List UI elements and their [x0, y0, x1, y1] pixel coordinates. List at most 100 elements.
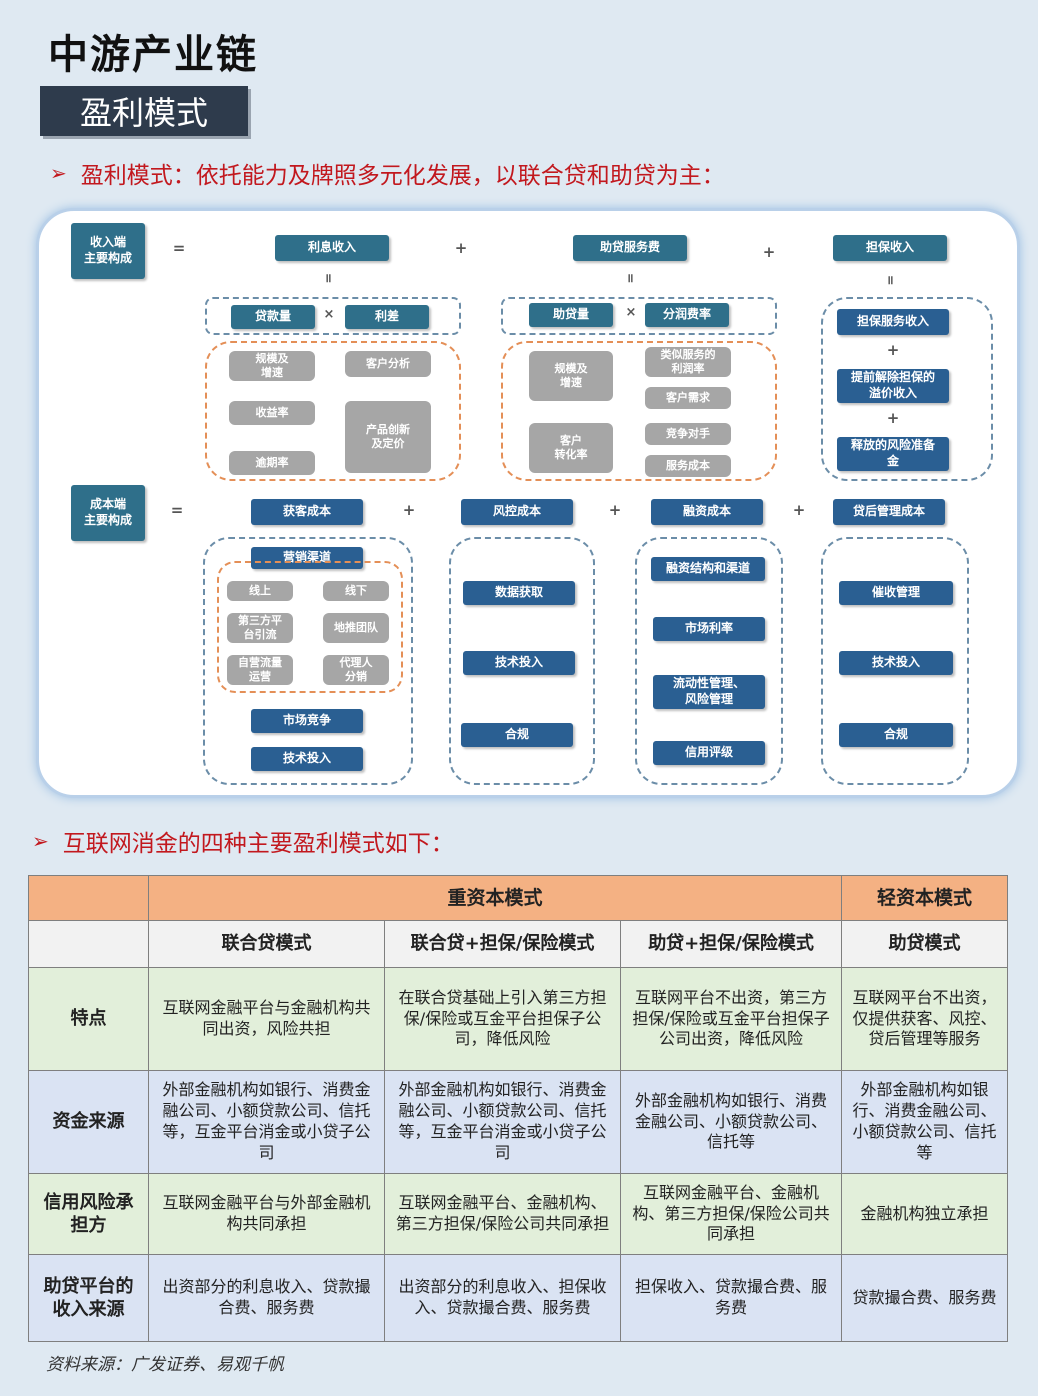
guarantee-group — [821, 297, 993, 481]
group-light-capital: 轻资本模式 — [841, 875, 1009, 921]
market-competition: 市场竞争 — [251, 709, 363, 733]
tech-investment-2: 技术投入 — [463, 651, 575, 675]
table-cell: 出资部分的利息收入、担保收入、贷款撮合费、服务费 — [384, 1254, 621, 1342]
tech-investment-3: 技术投入 — [839, 651, 953, 675]
table-cell: 担保收入、贷款撮合费、服务费 — [619, 1254, 843, 1342]
risk-control-cost: 风控成本 — [461, 499, 573, 525]
equals-sign: = — [170, 501, 184, 519]
source-note: 资料来源：广发证券、易观千帆 — [46, 1355, 284, 1375]
driver-similar-margin: 类似服务的 利润率 — [645, 347, 731, 377]
times-sign: × — [625, 305, 637, 320]
arrow-bullet-icon: ➢ — [32, 829, 49, 853]
credit-rating: 信用评级 — [653, 741, 765, 765]
plus-sign: + — [608, 501, 622, 519]
row-header: 信用风险承担方 — [28, 1173, 149, 1255]
tech-investment: 技术投入 — [251, 747, 363, 771]
table-cell: 互联网金融平台、金融机构、第三方担保/保险公司共同承担 — [619, 1173, 843, 1255]
early-release-premium: 提前解除担保的 溢价收入 — [837, 369, 949, 403]
group-heavy-capital: 重资本模式 — [147, 875, 843, 921]
table-row: 特点 互联网金融平台与金融机构共同出资，风险共担 在联合贷基础上引入第三方担保/… — [28, 967, 1009, 1071]
guarantee-service-income: 担保服务收入 — [837, 309, 949, 335]
table-cell: 外部金融机构如银行、消费金融公司、小额贷款公司、信托等 — [619, 1070, 843, 1174]
table-cell: 出资部分的利息收入、贷款撮合费、服务费 — [148, 1254, 385, 1342]
table-cell: 外部金融机构如银行、消费金融公司、小额贷款公司、信托等，互金平台消金或小贷子公司 — [384, 1070, 621, 1174]
driver-conversion: 客户 转化率 — [529, 423, 613, 473]
table-cell: 互联网金融平台与金融机构共同出资，风险共担 — [148, 967, 385, 1071]
channel-ground-team: 地推团队 — [323, 613, 389, 643]
post-loan-cost: 贷后管理成本 — [833, 499, 945, 525]
guarantee-income: 担保收入 — [833, 235, 947, 261]
plus-sign: + — [886, 341, 900, 359]
row-header: 特点 — [28, 967, 149, 1071]
table-cell: 互联网金融平台与外部金融机构共同承担 — [148, 1173, 385, 1255]
profit-model-table: 重资本模式 轻资本模式 联合贷模式 联合贷+担保/保险模式 助贷+担保/保险模式… — [28, 875, 1009, 1342]
table-corner — [28, 875, 149, 921]
loan-assist-group — [501, 297, 777, 335]
driver-scale-growth-2: 规模及 增速 — [529, 351, 613, 401]
parallel-sign: ॥ — [626, 271, 634, 285]
table-cell: 互联网平台不出资，仅提供获客、风控、贷后管理等服务 — [841, 967, 1009, 1071]
liquidity-risk-management: 流动性管理、 风险管理 — [653, 675, 765, 709]
driver-competitors: 竞争对手 — [645, 423, 731, 445]
table-row: 信用风险承担方 互联网金融平台与外部金融机构共同承担 互联网金融平台、金融机构、… — [28, 1173, 1009, 1255]
released-risk-reserve: 释放的风险准备 金 — [837, 437, 949, 471]
driver-overdue-rate: 逾期率 — [229, 451, 315, 475]
channel-group — [217, 561, 403, 693]
risk-control-group — [449, 537, 595, 785]
table-corner-2 — [28, 920, 149, 968]
table-cell: 外部金融机构如银行、消费金融公司、小额贷款公司、信托等 — [841, 1070, 1009, 1174]
table-cell: 金融机构独立承担 — [841, 1173, 1009, 1255]
parallel-sign: ॥ — [324, 271, 332, 285]
arrow-bullet-icon: ➢ — [50, 161, 67, 185]
interest-drivers-group — [205, 341, 461, 481]
table-cell: 互联网平台不出资，第三方担保/保险或互金平台担保子公司出资，降低风险 — [619, 967, 843, 1071]
col-header: 助贷模式 — [841, 920, 1009, 968]
table-cell: 贷款撮合费、服务费 — [841, 1254, 1009, 1342]
col-header: 联合贷+担保/保险模式 — [384, 920, 621, 968]
parallel-sign: ॥ — [886, 273, 894, 287]
acquisition-cost: 获客成本 — [251, 499, 363, 525]
plus-sign: + — [762, 243, 776, 261]
loan-service-fee: 助贷服务费 — [573, 235, 687, 261]
revenue-head: 收入端 主要构成 — [71, 223, 145, 279]
driver-service-cost: 服务成本 — [645, 455, 731, 477]
bullet-text: 互联网消金的四种主要盈利模式如下： — [62, 831, 454, 857]
compliance: 合规 — [461, 723, 573, 747]
financing-cost: 融资成本 — [651, 499, 763, 525]
table-cell: 互联网金融平台、金融机构、第三方担保/保险公司共同承担 — [384, 1173, 621, 1255]
table-cell: 在联合贷基础上引入第三方担保/保险或互金平台担保子公司，降低风险 — [384, 967, 621, 1071]
col-header: 联合贷模式 — [148, 920, 385, 968]
col-header: 助贷+担保/保险模式 — [619, 920, 843, 968]
assist-volume: 助贷量 — [529, 303, 613, 327]
channel-third-party: 第三方平 台引流 — [227, 613, 293, 643]
interest-income: 利息收入 — [275, 235, 389, 261]
interest-spread: 利差 — [345, 305, 429, 329]
loan-volume: 贷款量 — [231, 305, 315, 329]
equals-sign: = — [172, 239, 186, 257]
page-title: 中游产业链 — [48, 31, 258, 78]
financing-group — [635, 537, 783, 785]
collection-management: 催收管理 — [839, 581, 953, 605]
marketing-channel: 营销渠道 — [251, 547, 363, 569]
loan-volume-spread-group — [205, 297, 461, 335]
table-row: 资金来源 外部金融机构如银行、消费金融公司、小额贷款公司、信托等，互金平台消金或… — [28, 1070, 1009, 1174]
bullet-four-models: ➢ 互联网消金的四种主要盈利模式如下： — [32, 824, 454, 858]
channel-own-traffic: 自营流量 运营 — [227, 655, 293, 685]
market-rate: 市场利率 — [653, 617, 765, 641]
assist-drivers-group — [501, 341, 777, 481]
channel-offline: 线下 — [323, 581, 389, 601]
channel-agent: 代理人 分销 — [323, 655, 389, 685]
channel-online: 线上 — [227, 581, 293, 601]
row-header: 助贷平台的收入来源 — [28, 1254, 149, 1342]
table-row: 助贷平台的收入来源 出资部分的利息收入、贷款撮合费、服务费 出资部分的利息收入、… — [28, 1254, 1009, 1342]
profit-model-diagram: 收入端 主要构成 = 利息收入 + 助贷服务费 + 担保收入 ॥ ॥ ॥ 贷款量… — [36, 208, 1020, 798]
plus-sign: + — [402, 501, 416, 519]
section-tag: 盈利模式 — [40, 86, 248, 136]
times-sign: × — [323, 307, 335, 322]
row-header: 资金来源 — [28, 1070, 149, 1174]
driver-product-pricing: 产品创新 及定价 — [345, 401, 431, 473]
plus-sign: + — [454, 239, 468, 257]
plus-sign: + — [792, 501, 806, 519]
data-acquisition: 数据获取 — [463, 581, 575, 605]
bullet-text: 盈利模式：依托能力及牌照多元化发展，以联合贷和助贷为主： — [80, 163, 725, 189]
